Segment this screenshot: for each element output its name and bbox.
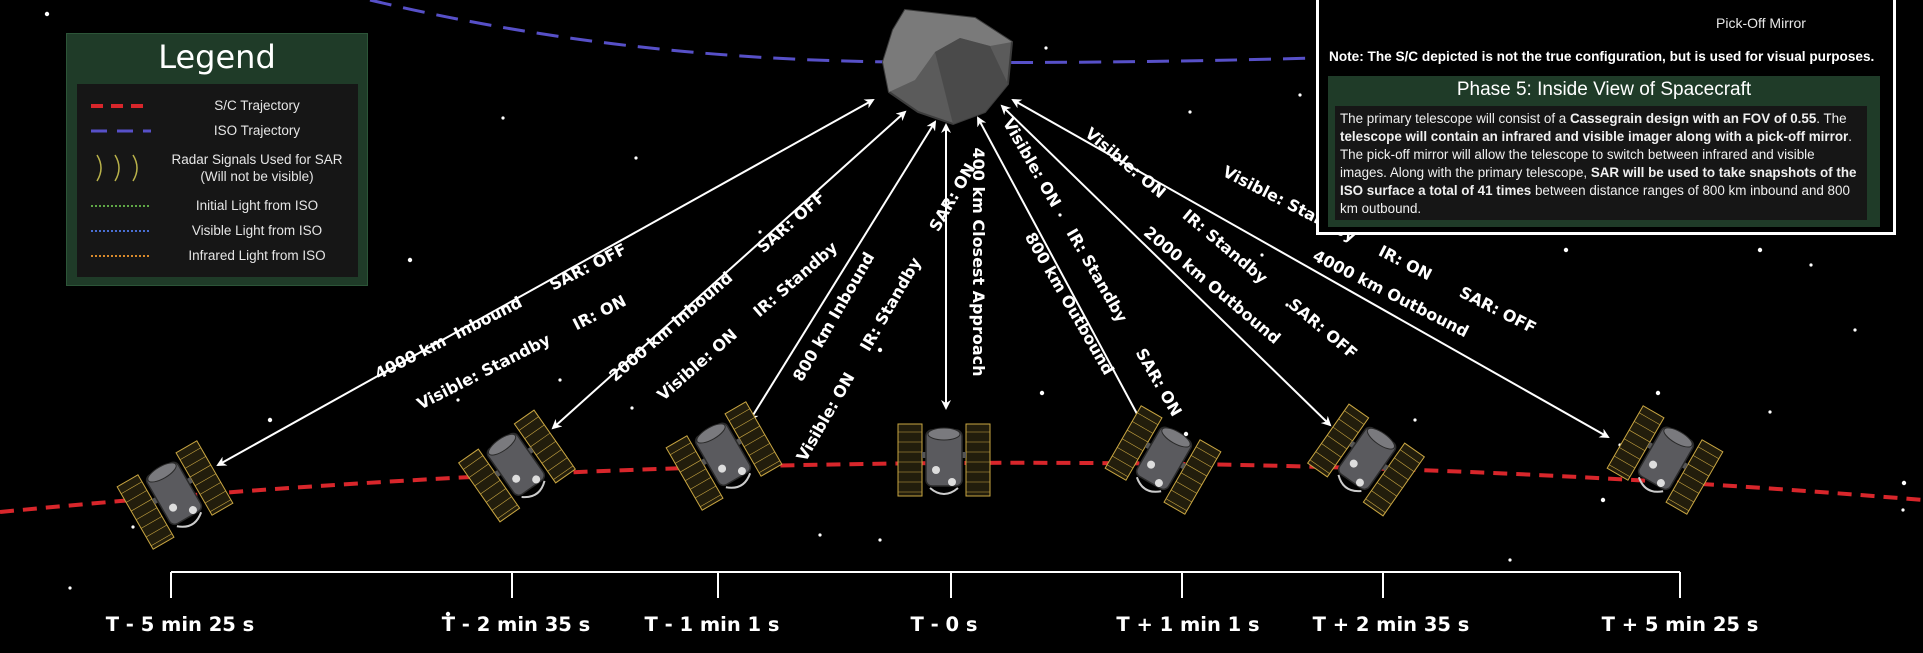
star <box>1809 263 1813 267</box>
legend-label: Infrared Light from ISO <box>188 248 326 263</box>
asteroid-icon <box>881 8 1014 126</box>
time-label-3: T - 0 s <box>911 613 978 636</box>
legend-sublabel: (Will not be visible) <box>200 169 314 184</box>
star <box>1901 480 1907 486</box>
star <box>634 156 638 160</box>
time-label-2: T - 1 min 1 s <box>645 613 780 636</box>
star <box>131 525 135 529</box>
spacecraft-icon <box>1104 405 1222 515</box>
star <box>44 11 50 17</box>
time-label-1: T - 2 min 35 s <box>442 613 591 636</box>
star <box>1563 247 1569 253</box>
pass-label-4: 800 km Outbound Visible: ON IR: Standby … <box>999 115 1186 420</box>
signal-arrows <box>216 99 1610 466</box>
phase-text-segment: . The <box>1816 111 1847 126</box>
legend-body: S/C Trajectory ISO Trajectory Radar Sign… <box>77 84 358 277</box>
legend-label: S/C Trajectory <box>214 98 300 113</box>
legend-label: Initial Light from ISO <box>195 198 319 213</box>
spacecraft-icon <box>665 401 783 511</box>
spacecraft-icon <box>116 440 234 550</box>
sc-trajectory <box>0 460 1923 514</box>
legend-label: ISO Trajectory <box>213 123 301 138</box>
star <box>445 611 451 617</box>
phase-text-segment: Cassegrain design with an FOV of 0.55 <box>1569 111 1817 126</box>
iso-trajectory <box>369 0 1317 64</box>
star <box>1260 253 1264 257</box>
phase-text-segment: SAR will be used to take snapshots of th… <box>1340 165 1857 198</box>
spacecraft-icon <box>457 409 577 523</box>
time-label-4: T + 1 min 1 s <box>1116 613 1259 636</box>
star <box>68 586 72 590</box>
legend-panel: Legend S/C Trajectory ISO Trajectory Rad… <box>66 33 368 286</box>
pass-label-1: 2000 km Inbound SAR: OFF Visible: ON IR:… <box>605 187 841 404</box>
star <box>1853 328 1857 332</box>
spacecraft-group <box>116 401 1724 550</box>
star <box>1768 410 1772 414</box>
phase-description: The primary telescope will consist of a … <box>1335 106 1867 220</box>
pass-label-0: 4000 km Inbound SAR: OFF Visible: Standb… <box>372 239 630 413</box>
radar-arcs-icon <box>96 154 138 182</box>
star <box>1188 110 1192 114</box>
phase-text-segment: between distance ranges of 800 km inboun… <box>1340 183 1850 216</box>
timeline <box>170 571 1681 598</box>
phase-title: Phase 5: Inside View of Spacecraft <box>1456 79 1752 100</box>
star <box>1600 497 1606 503</box>
time-label-0: T - 5 min 25 s <box>106 613 255 636</box>
phase-panel: Phase 5: Inside View of Spacecraft The p… <box>1328 76 1880 227</box>
star <box>1413 418 1417 422</box>
star <box>818 533 822 537</box>
phase-text-segment: . The pick-off mirror will allow the tel… <box>1340 129 1852 180</box>
time-label-5: T + 2 min 35 s <box>1313 613 1470 636</box>
star <box>501 116 505 120</box>
signal-arrow-2 <box>748 120 937 422</box>
star <box>1655 390 1661 396</box>
note-text: Note: The S/C depicted is not the true c… <box>1329 49 1875 64</box>
star <box>407 257 413 263</box>
dashed-line-icon <box>91 104 151 108</box>
signal-arrow-6 <box>1011 99 1610 438</box>
spacecraft-icon <box>1306 403 1426 517</box>
star <box>558 378 562 382</box>
legend-label: Radar Signals Used for SAR <box>171 152 343 167</box>
time-label-6: T + 5 min 25 s <box>1602 613 1759 636</box>
star <box>1901 508 1905 512</box>
legend-label: Visible Light from ISO <box>191 223 323 238</box>
pass-4-line2: Visible: ON IR: Standby SAR: ON <box>999 115 1186 420</box>
pickoff-mirror-label: Pick-Off Mirror <box>1716 15 1806 31</box>
pass-label-3: 400 km Closest Approach <box>969 147 988 376</box>
dotted-line-icon <box>91 205 151 207</box>
dashed-line-icon <box>91 129 151 133</box>
star <box>630 406 634 410</box>
star <box>1757 247 1763 253</box>
pass-3-line1: 400 km Closest Approach <box>969 147 988 376</box>
star <box>456 398 460 402</box>
phase-text-segment: telescope will contain an infrared and v… <box>1340 129 1849 144</box>
legend-title: Legend <box>158 38 276 76</box>
spacecraft-icon <box>1606 405 1724 515</box>
star <box>758 230 762 234</box>
star <box>1044 46 1048 50</box>
star <box>1298 93 1302 97</box>
phase-text-segment: The primary telescope will consist of a <box>1340 111 1570 126</box>
dotted-line-icon <box>91 230 151 232</box>
star <box>878 538 882 542</box>
star <box>877 347 883 353</box>
timeline-ticks <box>170 572 1681 598</box>
dotted-line-icon <box>91 255 151 257</box>
star <box>267 417 273 423</box>
star <box>1039 390 1045 396</box>
star <box>1508 558 1512 562</box>
spacecraft-icon <box>897 423 991 497</box>
